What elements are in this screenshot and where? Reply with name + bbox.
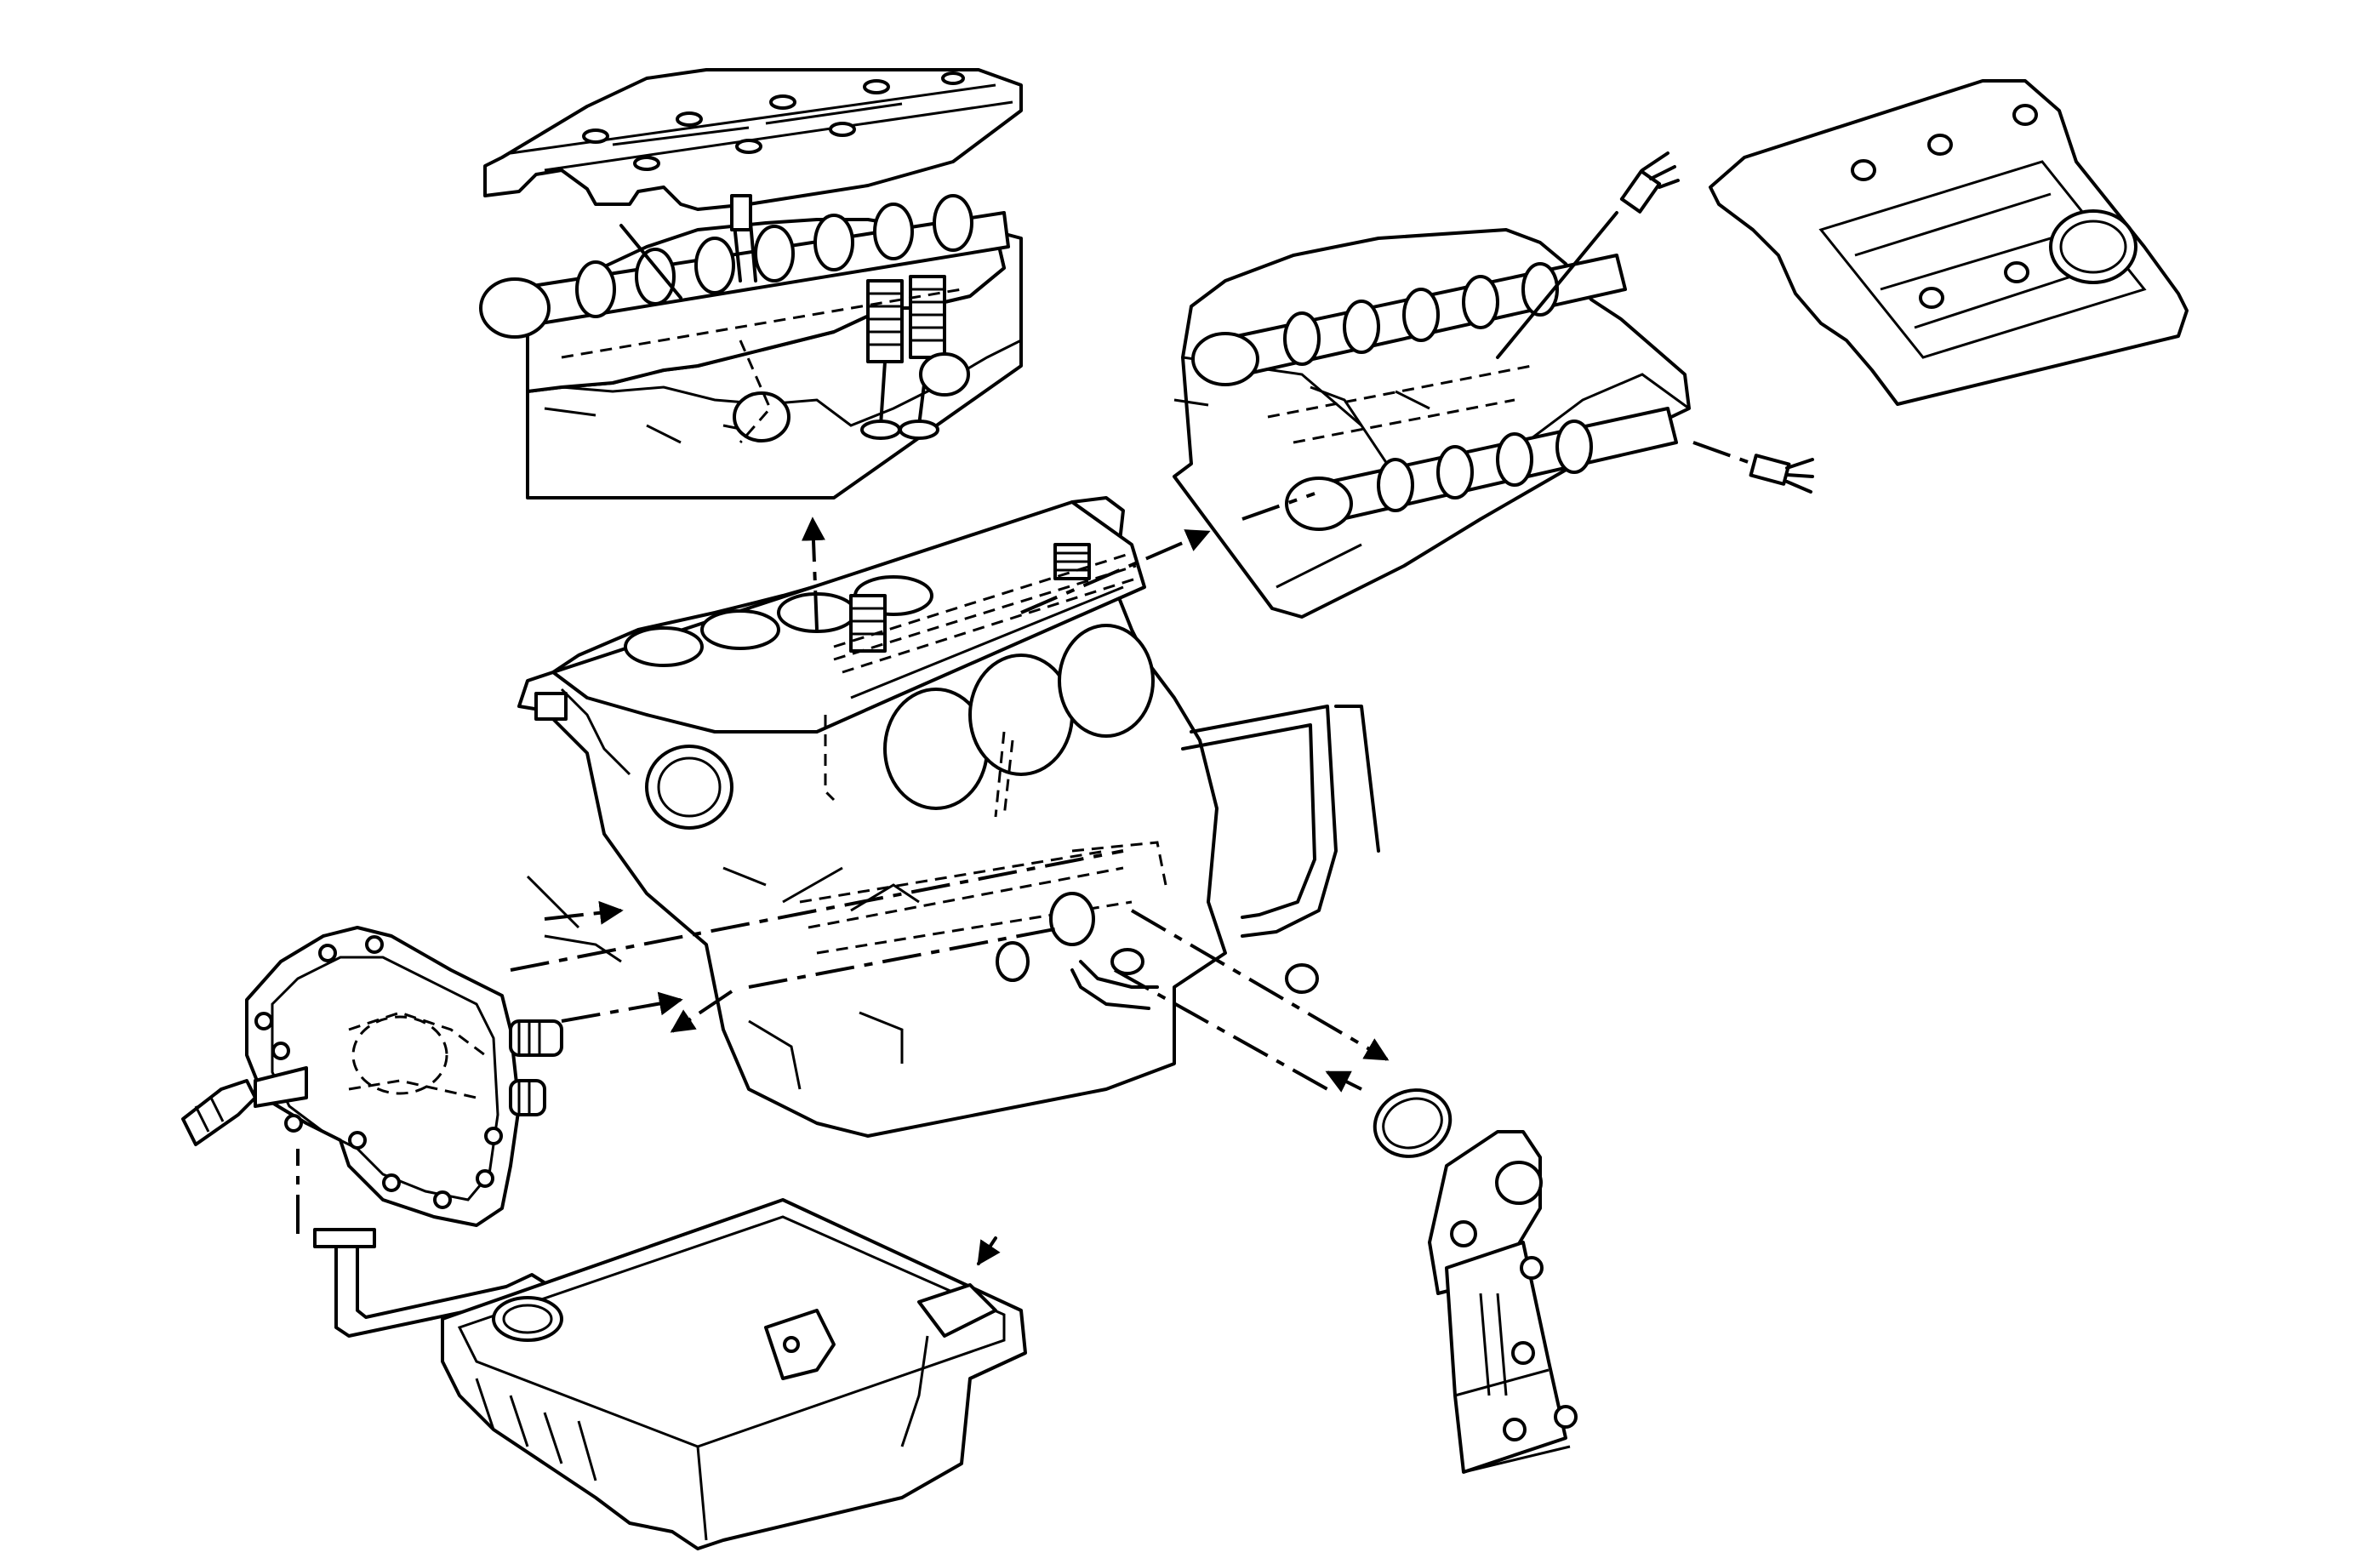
spark-plug-lower: [1692, 441, 1814, 494]
spark-plug-upper: [1496, 151, 1680, 359]
left-valve-cover: [483, 68, 1023, 211]
oil-filter-adapter: [1373, 1088, 1578, 1474]
right-valve-cover: [1709, 79, 2189, 406]
assembly-guide-lines: [296, 492, 1390, 1266]
oil-pan: [441, 1198, 1027, 1550]
engine-block: [517, 496, 1227, 1138]
block-fittings: [996, 892, 1319, 1010]
right-cylinder-head: [1173, 228, 1691, 619]
front-cover: [181, 926, 563, 1227]
coolant-pipe: [1181, 705, 1380, 938]
left-cylinder-head: [479, 194, 1023, 499]
